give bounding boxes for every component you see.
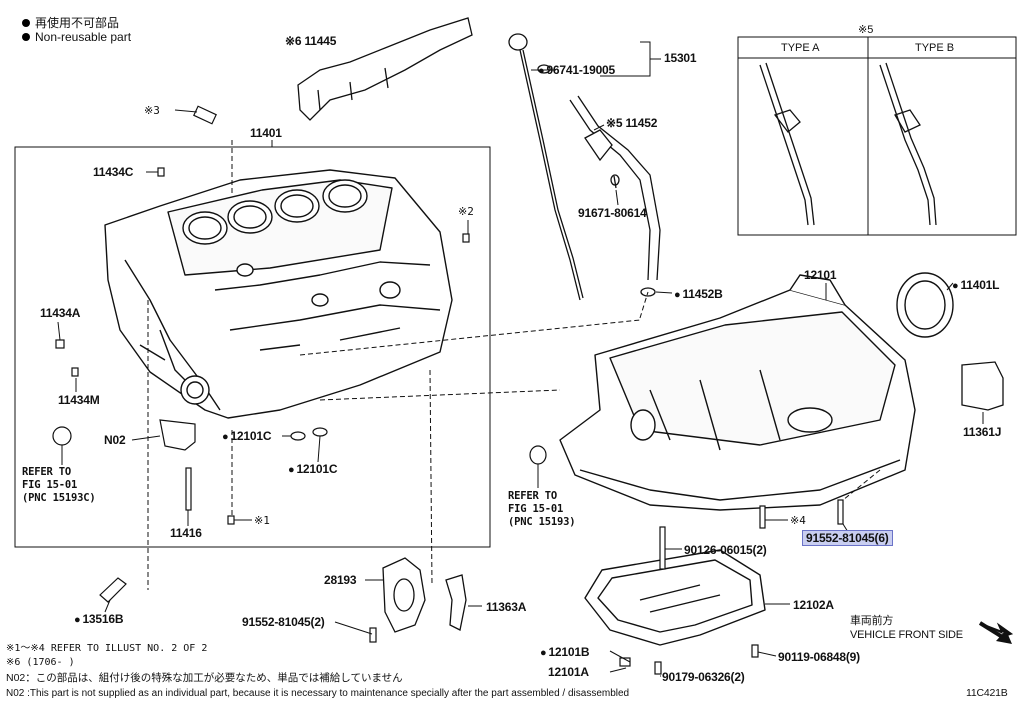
label-91552-81045-6[interactable]: 91552-81045(6) [802, 530, 893, 546]
label-90126-06015[interactable]: 90126-06015(2) [684, 543, 767, 557]
oil-seal-illustration [896, 272, 954, 338]
gasket-illustration [382, 557, 426, 633]
label-11401[interactable]: 11401 [250, 126, 282, 140]
footnote-refer: ※1～※4 REFER TO ILLUST NO. 2 OF 2 [6, 643, 208, 654]
label-11361j[interactable]: 11361J [963, 425, 1002, 439]
label-15301[interactable]: 15301 [664, 51, 697, 65]
type-a-label: TYPE A [781, 42, 820, 54]
oil-pan-illustration [559, 274, 916, 511]
label-12101[interactable]: 12101 [804, 268, 837, 282]
label-90179-06326[interactable]: 90179-06326(2) [662, 670, 745, 684]
legend-en: Non-reusable part [22, 30, 131, 44]
label-28193[interactable]: 28193 [324, 573, 357, 587]
label-11452b[interactable]: 11452B [674, 287, 723, 302]
label-91552-81045-2[interactable]: 91552-81045(2) [242, 615, 325, 629]
front-label-en: VEHICLE FRONT SIDE [850, 629, 963, 641]
bracket-illustration [445, 574, 467, 631]
footnote-n02-en: N02 :This part is not supplied as an ind… [6, 688, 630, 699]
insulator-illustration [297, 17, 473, 121]
label-n02[interactable]: N02 [104, 433, 126, 447]
footnote-x6: ※6 (1706- ) [6, 657, 75, 668]
label-11445[interactable]: ※6 11445 [285, 34, 337, 48]
label-11363a[interactable]: 11363A [486, 600, 527, 614]
legend-jp: 再使用不可部品 [22, 14, 119, 31]
type-box [737, 36, 1017, 236]
cover-illustration [961, 361, 1004, 411]
front-label-jp: 車両前方 [850, 615, 894, 627]
type-b-label: TYPE B [915, 42, 955, 54]
type-box-note: ※5 [858, 24, 874, 36]
label-x2: ※2 [458, 205, 474, 218]
label-13516b[interactable]: 13516B [74, 612, 123, 627]
cylinder-block-illustration [104, 169, 453, 419]
label-x3: ※3 [144, 104, 160, 117]
label-11434a[interactable]: 11434A [40, 306, 81, 320]
label-12101b[interactable]: 12101B [540, 645, 589, 660]
type-tubes [759, 62, 937, 226]
label-90119-06848[interactable]: 90119-06848(9) [778, 650, 860, 664]
label-11401l[interactable]: 11401L [952, 278, 999, 293]
dipstick-illustration [508, 33, 584, 301]
label-91671-80614[interactable]: 91671-80614 [578, 206, 647, 220]
label-x1: ※1 [254, 514, 270, 527]
label-11434c[interactable]: 11434C [93, 165, 134, 179]
label-11416[interactable]: 11416 [170, 526, 202, 540]
illustration-code: 11C421B [966, 687, 1008, 699]
label-12101c-b[interactable]: 12101C [288, 462, 337, 477]
oil-sump-illustration [584, 549, 766, 646]
label-96741-19005[interactable]: 96741-19005 [538, 63, 615, 78]
guide-tube-illustration [569, 95, 661, 297]
footnote-n02-jp: N02：この部品は、組付け後の特殊な加工が必要なため、単品では補給していません [6, 672, 403, 684]
label-11434m[interactable]: 11434M [58, 393, 100, 407]
label-x4: ※4 [790, 514, 806, 527]
label-12102a[interactable]: 12102A [793, 598, 834, 612]
label-12101c-a[interactable]: 12101C [222, 429, 271, 444]
label-12101a[interactable]: 12101A [548, 665, 589, 679]
block-frame [14, 146, 491, 548]
label-11452[interactable]: ※5 11452 [606, 116, 658, 130]
